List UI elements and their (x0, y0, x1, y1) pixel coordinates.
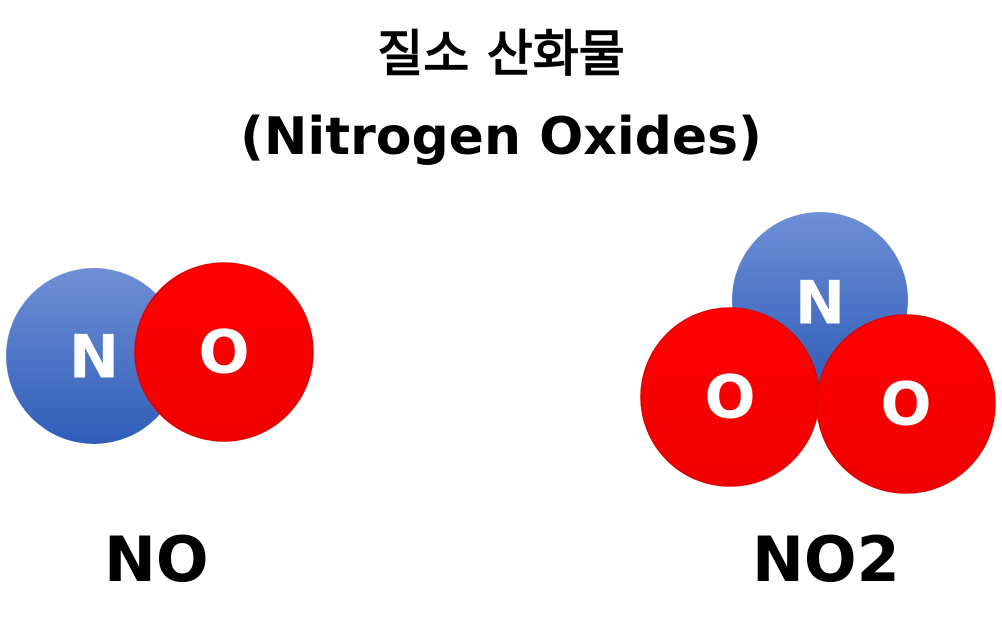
atom-label-o: O (198, 318, 249, 388)
molecule-no2: N O O (640, 212, 996, 494)
atom-label-n: N (69, 323, 119, 393)
molecule-no: N O (6, 262, 314, 444)
atom-label-o: O (880, 370, 931, 440)
atom-nitrogen: N (6, 268, 182, 444)
atom-oxygen: O (134, 262, 314, 442)
formula-label-no2: NO2 (752, 523, 900, 596)
oxygen-sphere (134, 262, 314, 442)
nitrogen-sphere (6, 268, 182, 444)
title-korean: 질소 산화물 (377, 25, 625, 83)
atom-oxygen-right: O (816, 314, 996, 494)
atom-label-o: O (704, 363, 755, 433)
title-english: (Nitrogen Oxides) (240, 107, 762, 167)
formula-label-no: NO (104, 523, 209, 596)
oxygen-sphere (816, 314, 996, 494)
atom-oxygen-left: O (640, 307, 820, 487)
atom-label-n: N (795, 269, 845, 339)
